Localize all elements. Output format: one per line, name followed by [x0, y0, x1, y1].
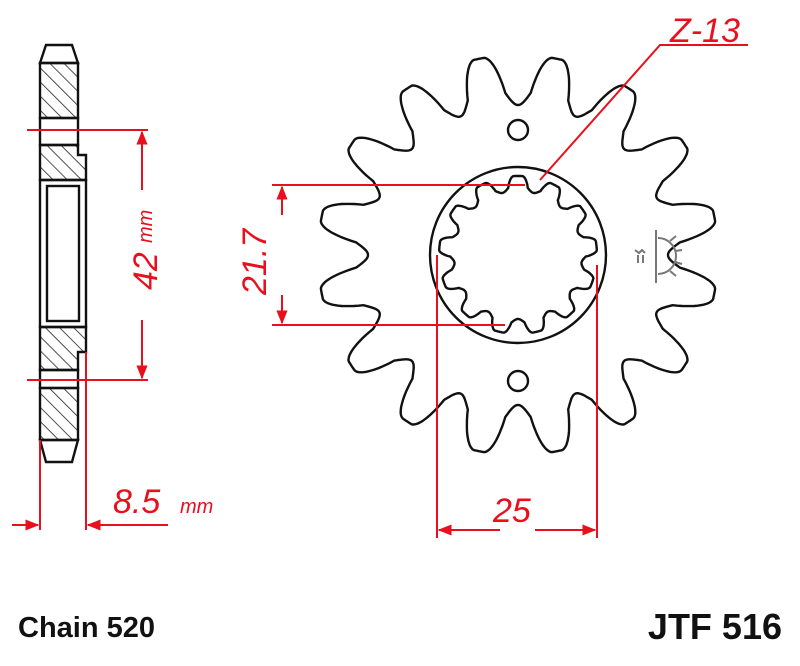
side-hub-top — [38, 143, 88, 182]
part-number: JTF 516 — [647, 606, 782, 647]
side-tooth-top — [38, 43, 80, 65]
bore-circle — [428, 165, 608, 345]
dimension-25: 25 — [436, 255, 598, 538]
spline-count-callout: Z-13 — [539, 12, 748, 181]
chain-size-label: Chain 520 — [18, 612, 155, 644]
dim-42-unit: mm — [135, 210, 157, 243]
side-tooth-bottom — [38, 438, 80, 464]
dim-25-value: 25 — [492, 492, 531, 530]
dim-42-value: 42 — [127, 252, 165, 290]
mounting-hole-bottom — [506, 369, 530, 393]
spline-outline — [438, 174, 598, 334]
front-view — [319, 56, 717, 454]
mounting-hole-top — [506, 118, 530, 142]
side-hatch-bottom — [38, 386, 80, 442]
dim-8-5-value: 8.5 — [113, 483, 160, 521]
jt-logo-icon — [634, 230, 683, 283]
sprocket-outline — [319, 56, 717, 454]
dim-21-7-value: 21.7 — [236, 228, 274, 296]
side-hub-bottom — [38, 325, 88, 372]
side-hatch-top — [38, 61, 80, 120]
dimension-21-7: 21.7 — [236, 184, 525, 326]
dimension-8-5mm: 8.5 mm — [12, 352, 213, 531]
side-view — [38, 43, 88, 464]
dim-8-5-unit: mm — [180, 496, 213, 518]
dimension-42mm: 42 mm — [27, 129, 165, 381]
spline-count-label: Z-13 — [669, 12, 740, 50]
